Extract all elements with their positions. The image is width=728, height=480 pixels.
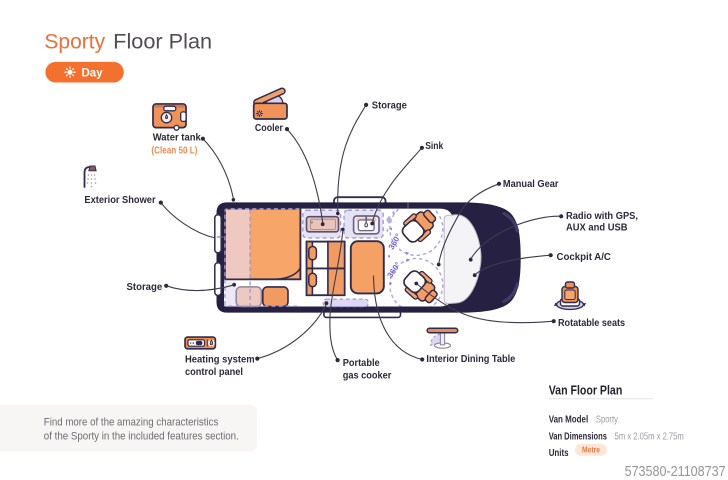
svg-text:Manual Gear: Manual Gear [503, 178, 559, 190]
svg-text:Day: Day [82, 66, 103, 80]
svg-text:Cooler: Cooler [255, 122, 283, 134]
svg-text:of the Sporty in the included: of the Sporty in the included features s… [44, 430, 239, 442]
svg-text:Storage: Storage [127, 281, 163, 293]
svg-text:Cockpit A/C: Cockpit A/C [557, 251, 612, 263]
svg-text:gas cooker: gas cooker [343, 369, 392, 381]
svg-text:Van Floor Plan: Van Floor Plan [549, 382, 623, 397]
svg-text:Sporty: Sporty [596, 414, 619, 426]
svg-text:AUX and USB: AUX and USB [566, 221, 628, 233]
svg-text:Heating system: Heating system [185, 353, 255, 365]
svg-text:Storage: Storage [372, 100, 407, 112]
svg-text:Van Dimensions: Van Dimensions [549, 430, 607, 442]
svg-text:5m x 2.05m x 2.75m: 5m x 2.05m x 2.75m [615, 430, 684, 442]
svg-text:Van Model: Van Model [549, 414, 589, 426]
svg-text:Water tank: Water tank [153, 132, 201, 144]
svg-text:Sink: Sink [425, 140, 443, 152]
svg-text:Interior Dining Table: Interior Dining Table [426, 353, 515, 365]
svg-text:Metre: Metre [582, 445, 600, 454]
svg-text:Sporty: Sporty [44, 30, 105, 53]
svg-text:Find more of the amazing chara: Find more of the amazing characteristics [44, 417, 219, 429]
svg-text:573580-21108737: 573580-21108737 [625, 463, 726, 480]
svg-text:(Clean 50 L): (Clean 50 L) [151, 144, 197, 156]
svg-text:control panel: control panel [185, 366, 243, 378]
svg-text:Units: Units [549, 447, 569, 459]
svg-text:Radio with GPS,: Radio with GPS, [566, 210, 638, 222]
svg-text:Exterior Shower: Exterior Shower [84, 194, 155, 206]
svg-text:Portable: Portable [343, 357, 380, 369]
svg-text:Floor Plan: Floor Plan [113, 30, 212, 53]
svg-text:Rotatable seats: Rotatable seats [558, 317, 625, 329]
